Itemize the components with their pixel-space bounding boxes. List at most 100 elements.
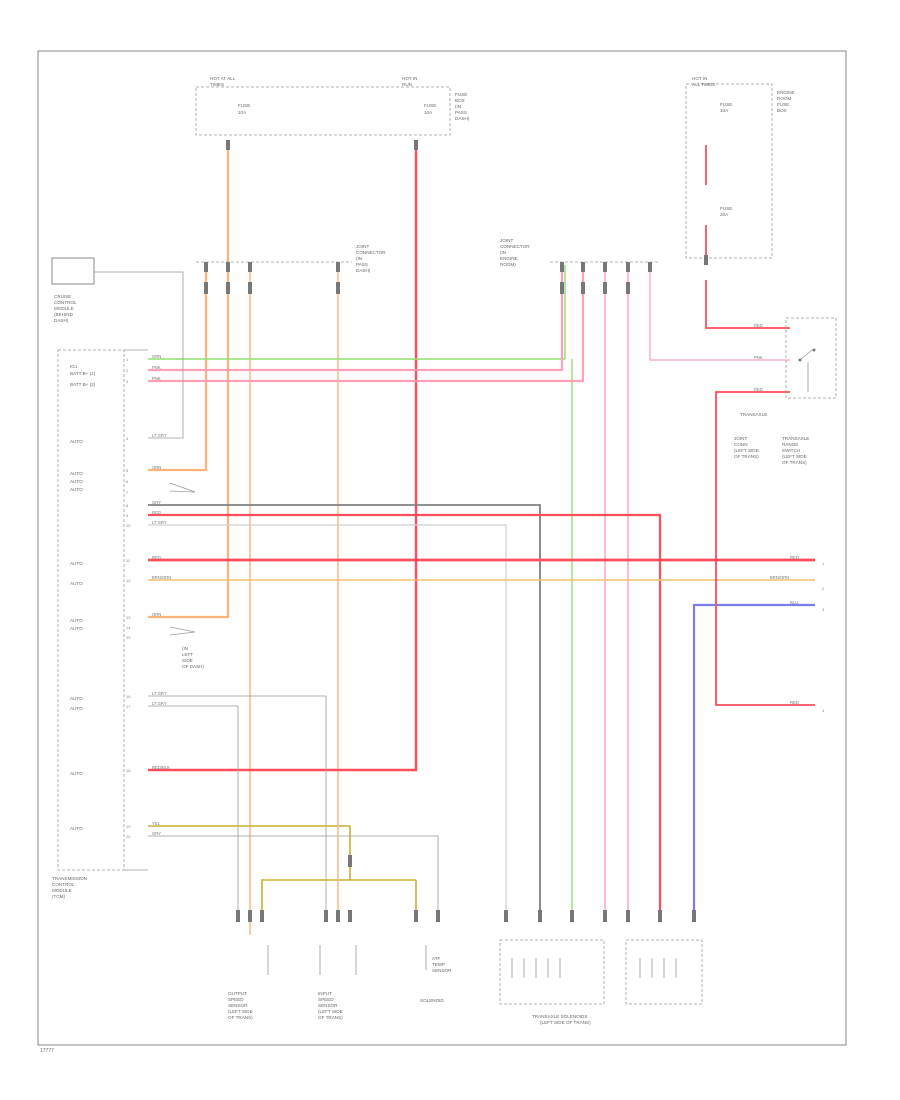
svg-text:CONNECTOR: CONNECTOR xyxy=(356,250,386,255)
svg-text:SIDE: SIDE xyxy=(182,658,193,663)
svg-text:OF TRANS): OF TRANS) xyxy=(228,1015,253,1020)
wire-orange-fuse1 xyxy=(148,140,230,472)
svg-text:CONNECTOR: CONNECTOR xyxy=(500,244,530,249)
svg-text:(LEFT SIDE: (LEFT SIDE xyxy=(782,454,807,459)
svg-text:(LEFT SIDE: (LEFT SIDE xyxy=(228,1009,253,1014)
svg-text:DASH): DASH) xyxy=(54,318,69,323)
svg-text:ENGINE: ENGINE xyxy=(500,256,518,261)
svg-text:FUSE: FUSE xyxy=(455,92,467,97)
wire-tags: GRN PNK PNK LT GRY ORN GRY RED LT GRY RE… xyxy=(152,323,799,836)
svg-text:12: 12 xyxy=(126,578,131,583)
wire-red-mid xyxy=(148,513,662,920)
svg-text:SENSOR: SENSOR xyxy=(228,1003,248,1008)
wire-green xyxy=(148,265,573,920)
svg-text:BOX: BOX xyxy=(455,98,465,103)
svg-text:1: 1 xyxy=(126,357,129,362)
svg-text:FUSE: FUSE xyxy=(424,103,436,108)
svg-text:10A: 10A xyxy=(424,110,433,115)
svg-text:RUN: RUN xyxy=(402,82,412,87)
svg-text:4: 4 xyxy=(822,708,825,713)
svg-text:SOLENOID: SOLENOID xyxy=(420,998,444,1003)
fuse-box-top: HOT AT ALL TIMES HOT IN RUN FUSE 10A FUS… xyxy=(195,76,470,150)
bottom-connectors xyxy=(236,855,696,922)
svg-text:FUSE: FUSE xyxy=(720,206,732,211)
connector-row-left: JOINT CONNECTOR (IN PASS DASH) xyxy=(196,244,386,294)
svg-text:3: 3 xyxy=(126,379,129,384)
svg-text:BRN/ORN: BRN/ORN xyxy=(770,575,789,580)
svg-text:BRN/ORN: BRN/ORN xyxy=(152,575,171,580)
svg-text:JOINT: JOINT xyxy=(734,436,747,441)
svg-text:1: 1 xyxy=(822,561,825,566)
svg-text:7: 7 xyxy=(126,490,129,495)
svg-text:SWITCH: SWITCH xyxy=(782,448,800,453)
tcm-label-3: MODULE xyxy=(52,888,72,893)
wire-pink-1 xyxy=(148,265,564,372)
svg-text:BATT B+ (2): BATT B+ (2) xyxy=(70,382,96,387)
diagram-frame xyxy=(37,50,847,1046)
svg-text:TRANSAXLE: TRANSAXLE xyxy=(740,412,767,417)
svg-text:(IN: (IN xyxy=(455,104,461,109)
svg-text:GRN: GRN xyxy=(152,354,161,359)
svg-text:LT GRY: LT GRY xyxy=(152,433,167,438)
wire-orange-fuse1-b xyxy=(148,270,230,619)
wire-red-right xyxy=(705,145,790,329)
svg-text:BATT B+ (1): BATT B+ (1) xyxy=(70,371,96,376)
svg-text:GRY: GRY xyxy=(152,831,161,836)
svg-text:RED: RED xyxy=(152,510,161,515)
wire-gray-bottom xyxy=(148,835,439,920)
svg-text:(IN: (IN xyxy=(500,250,506,255)
svg-text:DASH): DASH) xyxy=(455,116,470,121)
svg-text:HOT IN: HOT IN xyxy=(692,76,707,81)
svg-text:AUTO: AUTO xyxy=(70,626,83,631)
svg-text:(IN: (IN xyxy=(356,256,362,261)
svg-text:SPEED: SPEED xyxy=(228,997,244,1002)
right-terminals: 1 2 3 4 xyxy=(822,561,825,713)
wire-olive xyxy=(148,825,417,920)
svg-text:BLU: BLU xyxy=(790,600,798,605)
svg-text:CRUISE: CRUISE xyxy=(54,294,71,299)
bottom-components: OUTPUT SPEED SENSOR (LEFT SIDE OF TRANS)… xyxy=(228,939,703,1025)
svg-text:ATF: ATF xyxy=(432,956,441,961)
svg-text:TRANSAXLE SOLENOIDS: TRANSAXLE SOLENOIDS xyxy=(532,1014,587,1019)
svg-text:LEFT: LEFT xyxy=(182,652,193,657)
svg-text:DASH): DASH) xyxy=(356,268,371,273)
svg-text:ALL TIMES: ALL TIMES xyxy=(692,82,715,87)
svg-text:PASS: PASS xyxy=(455,110,467,115)
wire-gray-thin-1 xyxy=(148,271,327,920)
svg-text:JOINT: JOINT xyxy=(356,244,369,249)
svg-text:RED/BLK: RED/BLK xyxy=(152,765,170,770)
svg-text:JOINT: JOINT xyxy=(500,238,513,243)
svg-text:AUTO: AUTO xyxy=(70,696,83,701)
svg-text:LT GRY: LT GRY xyxy=(152,701,167,706)
svg-text:OF TRANS): OF TRANS) xyxy=(782,460,807,465)
tcm-label-1: TRANSMISSION xyxy=(52,876,87,881)
svg-text:AUTO: AUTO xyxy=(70,479,83,484)
svg-text:ENGINE: ENGINE xyxy=(777,90,795,95)
svg-text:ROOM): ROOM) xyxy=(500,262,516,267)
svg-text:AUTO: AUTO xyxy=(70,561,83,566)
svg-text:(BEHIND: (BEHIND xyxy=(54,312,74,317)
svg-text:ORN: ORN xyxy=(152,612,161,617)
wire-pink-5 xyxy=(649,265,790,361)
svg-text:10A: 10A xyxy=(238,110,247,115)
svg-text:TEMP: TEMP xyxy=(432,962,445,967)
tcm-ground-labels: (IN LEFT SIDE OF DASH) xyxy=(169,482,204,669)
svg-text:ORN: ORN xyxy=(152,465,161,470)
svg-text:(LEFT SIDE OF TRANS): (LEFT SIDE OF TRANS) xyxy=(540,1020,591,1025)
svg-text:PNK: PNK xyxy=(754,355,763,360)
svg-text:OF TRANS): OF TRANS) xyxy=(318,1015,343,1020)
svg-text:RED: RED xyxy=(754,387,763,392)
svg-text:5: 5 xyxy=(126,468,129,473)
wire-red-right-2 xyxy=(715,391,815,706)
svg-text:BOX: BOX xyxy=(777,108,787,113)
svg-text:OUTPUT: OUTPUT xyxy=(228,991,247,996)
svg-text:(LEFT SIDE: (LEFT SIDE xyxy=(734,448,759,453)
svg-text:YEL: YEL xyxy=(152,821,161,826)
relay-switch: TRANSAXLE TRANSAXLE RANGE SWITCH (LEFT S… xyxy=(734,317,837,465)
svg-text:4: 4 xyxy=(126,436,129,441)
svg-text:LT GRY: LT GRY xyxy=(152,691,167,696)
svg-text:2: 2 xyxy=(822,586,825,591)
svg-text:OF DASH): OF DASH) xyxy=(182,664,204,669)
svg-text:11: 11 xyxy=(126,558,131,563)
